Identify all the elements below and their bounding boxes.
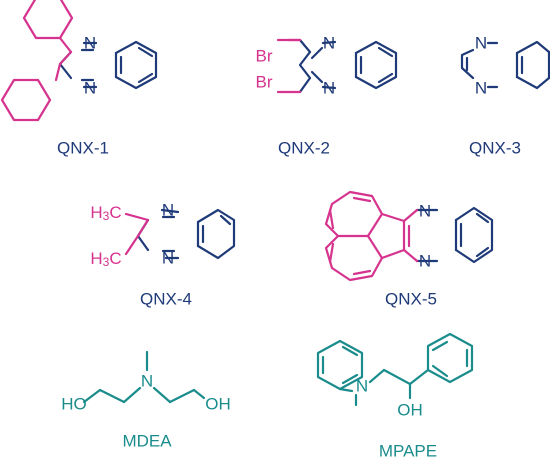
qnx-2-label: QNX-2 [278,139,330,158]
qnx-4-methyl-bottom: H3C [90,249,121,270]
mpape-bonds [316,332,474,407]
qnx-3-nitrogen-bottom: N [475,79,487,98]
mdea-nitrogen: N [141,372,153,391]
mdea-label: MDEA [122,432,172,451]
molecule-qnx-4: N N H3C H3C QNX-4 [90,201,236,309]
qnx-1-nitrogen-top: N [84,34,96,53]
qnx-4-methyl-substituents [124,212,150,256]
mdea-bonds [82,350,206,404]
mpape-hydroxyl: OH [397,401,423,420]
qnx-1-label: QNX-1 [57,139,109,158]
qnx-2-bromine-top: Br [256,47,273,66]
mpape-nitrogen: N [356,377,368,396]
qnx-3-nitrogen-top: N [475,34,487,53]
qnx-4-nitrogen-bottom: N [162,249,174,268]
qnx-2-nitrogen-top: N [323,34,335,53]
qnx-2-bromine-bottom: Br [256,73,273,92]
qnx-4-quinoxaline-core [136,208,236,260]
qnx-4-label: QNX-4 [140,290,192,309]
molecule-mdea: N HO OH MDEA [61,350,231,451]
qnx-2-nitrogen-bottom: N [323,79,335,98]
mdea-hydroxyl-right: OH [205,395,231,414]
qnx-3-label: QNX-3 [469,139,521,158]
qnx-5-nitrogen-top: N [419,202,431,221]
qnx-4-nitrogen-top: N [162,201,174,220]
molecule-qnx-1: N N QNX-1 [0,0,158,158]
qnx-3-quinoxaline-core [460,40,550,90]
qnx-2-bromomethyl-substituents [276,38,302,94]
qnx-1-nitrogen-bottom: N [84,79,96,98]
molecule-qnx-5: N N QNX-5 [324,190,494,309]
mpape-label: MPAPE [379,442,437,461]
mdea-hydroxyl-left: HO [61,395,87,414]
qnx-1-quinoxaline-core [58,40,158,90]
qnx-5-nitrogen-bottom: N [419,252,431,271]
qnx-5-label: QNX-5 [385,290,437,309]
molecule-mpape: N OH MPAPE [316,332,474,461]
molecule-qnx-3: N N QNX-3 [460,34,550,158]
molecule-qnx-2: N N Br Br QNX-2 [256,34,398,158]
qnx-1-phenyl-substituents [0,0,74,122]
qnx-5-acenaphthylene-fused-rings [324,190,419,282]
qnx-2-quinoxaline-core [298,38,398,94]
qnx-5-quinoxaline-core [415,206,494,264]
qnx-4-methyl-top: H3C [90,203,121,224]
